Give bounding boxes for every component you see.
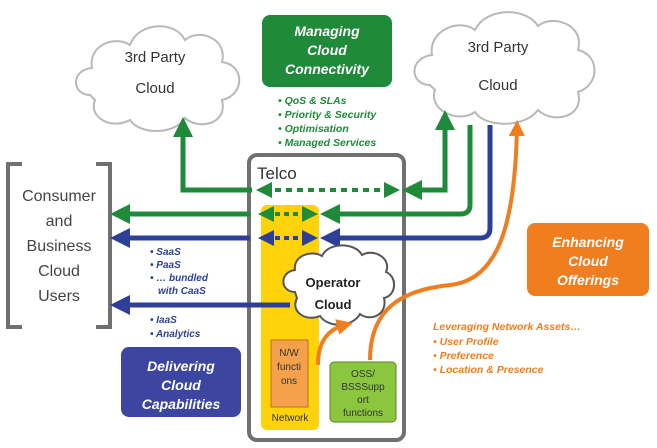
leveraging-title: Leveraging Network Assets…: [433, 321, 581, 333]
left-cloud-line1: 3rd Party: [125, 49, 186, 66]
orange-connections: [316, 120, 525, 366]
managing-line1: Managing: [294, 23, 360, 39]
saas-bullet-3: • … bundled: [150, 273, 209, 284]
delivering-cloud-capabilities-box: Delivering Cloud Capabilities: [121, 347, 241, 417]
third-party-cloud-right: 3rd Party Cloud: [413, 11, 596, 125]
third-party-cloud-left: 3rd Party Cloud: [75, 25, 241, 132]
users-line2: and: [46, 213, 73, 230]
nw-line1: N/W: [279, 348, 299, 359]
enhancing-cloud-offerings-box: Enhancing Cloud Offerings: [527, 223, 649, 296]
oss-line3: ort: [357, 395, 369, 406]
oss-line4: functions: [343, 408, 383, 419]
operator-cloud: Operator Cloud: [282, 244, 395, 326]
managing-bullet-4: • Managed Services: [278, 137, 376, 149]
right-cloud-line1: 3rd Party: [468, 39, 529, 56]
users-bracket: Consumer and Business Cloud Users: [6, 162, 112, 329]
nw-line3: ons: [281, 376, 297, 387]
managing-line2: Cloud: [307, 42, 347, 58]
operator-cloud-line1: Operator: [306, 275, 361, 290]
green-connection-top: [173, 110, 455, 200]
nw-line2: functi: [277, 362, 301, 373]
enhancing-line1: Enhancing: [552, 234, 624, 250]
left-cloud-line2: Cloud: [135, 80, 174, 97]
leveraging-item-2: • Preference: [433, 350, 494, 362]
blue-connection-users: [110, 125, 493, 248]
managing-cloud-connectivity-box: Managing Cloud Connectivity: [262, 15, 392, 87]
leveraging-item-1: • User Profile: [433, 336, 499, 348]
operator-cloud-line2: Cloud: [315, 297, 352, 312]
saas-bullet-1: • SaaS: [150, 247, 181, 258]
delivering-line1: Delivering: [147, 358, 215, 374]
delivering-line3: Capabilities: [142, 396, 221, 412]
leveraging-item-3: • Location & Presence: [433, 364, 544, 376]
users-line3: Business: [27, 238, 92, 255]
saas-bullet-4: with CaaS: [158, 286, 206, 297]
delivering-line2: Cloud: [161, 377, 201, 393]
telco-label: Telco: [257, 164, 297, 183]
iaas-bullet-2: • Analytics: [150, 329, 201, 340]
iaas-bullet-1: • IaaS: [150, 315, 177, 326]
users-line1: Consumer: [22, 188, 96, 205]
saas-bullet-2: • PaaS: [150, 260, 181, 271]
iaas-bullets: • IaaS • Analytics: [150, 315, 201, 340]
oss-line2: BSSSupp: [341, 382, 385, 393]
managing-bullet-1: • QoS & SLAs: [278, 95, 347, 107]
users-line4: Cloud: [38, 263, 80, 280]
enhancing-line2: Cloud: [568, 253, 608, 269]
users-line5: Users: [38, 288, 80, 305]
nw-functions-box: N/W functi ons: [270, 339, 309, 408]
oss-bss-functions-box: OSS/ BSSSupp ort functions: [329, 361, 397, 423]
managing-bullets: • QoS & SLAs • Priority & Security • Opt…: [278, 95, 377, 149]
network-label: Network: [272, 413, 310, 424]
enhancing-line3: Offerings: [557, 272, 619, 288]
oss-line1: OSS/: [351, 369, 375, 380]
right-cloud-line2: Cloud: [478, 77, 517, 94]
green-connection-users: [110, 125, 473, 224]
saas-bullets: • SaaS • PaaS • … bundled with CaaS: [150, 247, 209, 297]
managing-line3: Connectivity: [285, 61, 370, 77]
managing-bullet-2: • Priority & Security: [278, 109, 377, 121]
managing-bullet-3: • Optimisation: [278, 123, 349, 135]
leveraging-network-assets: Leveraging Network Assets… • User Profil…: [433, 321, 581, 376]
